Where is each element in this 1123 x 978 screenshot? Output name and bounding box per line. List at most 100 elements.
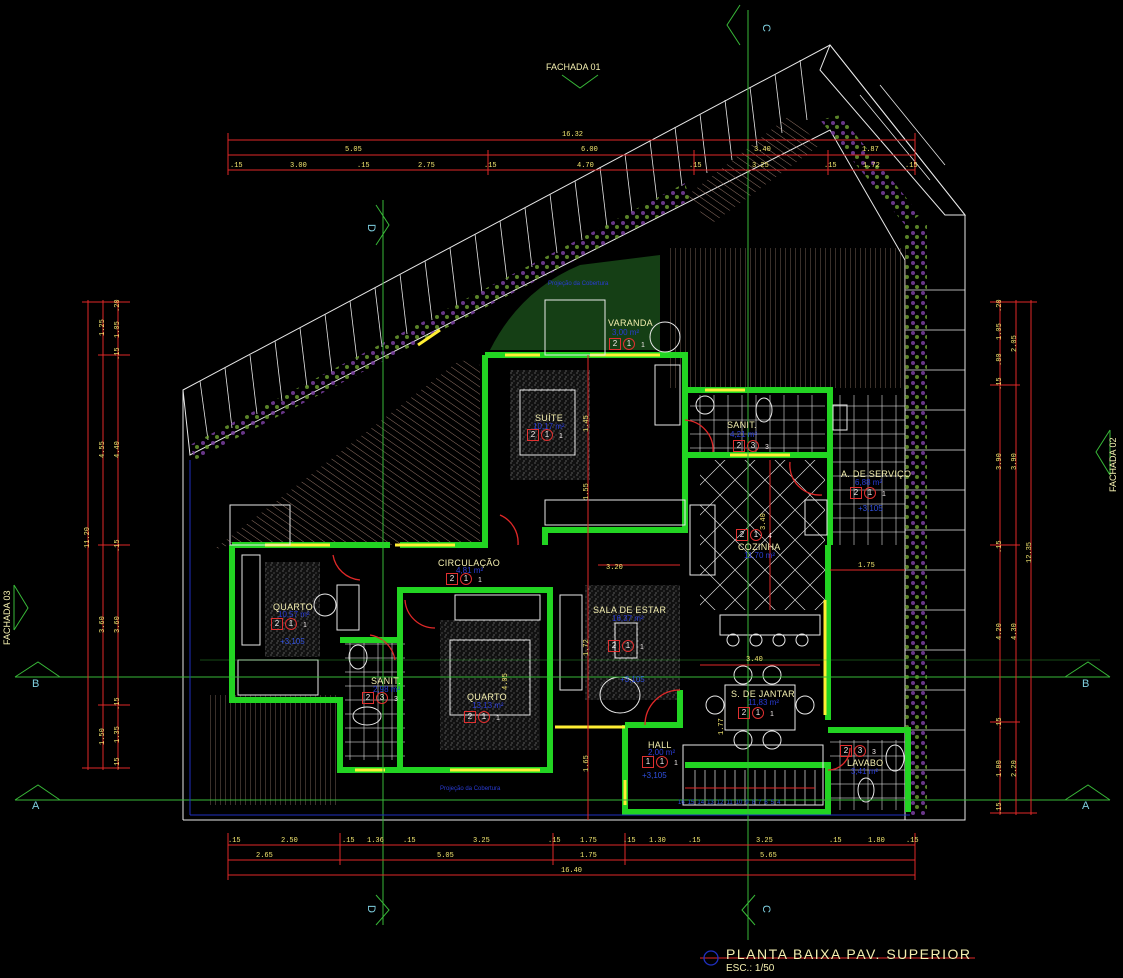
floor-finish-tag: 2 [527, 429, 539, 441]
stair-step-number: 15 [687, 800, 695, 806]
room-name: A. DE SERVIÇO [841, 469, 912, 479]
dim-right-outer: 2.20 [1011, 760, 1019, 777]
room-area: 4,81 m² [456, 566, 484, 575]
floor-finish-tag: 2 [464, 711, 476, 723]
dim-right-inner: .15 [996, 717, 1004, 730]
room-area: 2,98 m² [373, 685, 401, 694]
room-name: QUARTO [467, 692, 507, 702]
ceiling-finish-tag: 1 [637, 338, 649, 350]
dim-top-detail: .15 [230, 162, 243, 170]
room-name: S. DE JANTAR [731, 689, 795, 699]
dim-right-inner: 1.80 [996, 760, 1004, 777]
dim-top-detail: .15 [357, 162, 370, 170]
dim-bottom-mid: 2.65 [256, 852, 273, 860]
dim-top-detail: .15 [824, 162, 837, 170]
stair-step-number: 4 [777, 800, 781, 806]
wall-finish-tag: 3 [854, 745, 866, 757]
wall-finish-tag: 1 [460, 573, 472, 585]
section-marker-c-top: C [759, 24, 772, 32]
dim-bottom-detail: .15 [906, 837, 919, 845]
dim-right-inner: .15 [996, 377, 1004, 390]
ceiling-finish-tag: 1 [636, 640, 648, 652]
room-area: 3,41 m² [851, 767, 879, 776]
section-marker-b-right: B [1082, 678, 1090, 690]
dim-right-overall: 12.35 [1026, 541, 1034, 563]
floor-finish-tag: 2 [271, 618, 283, 630]
section-marker-d-bottom: D [364, 905, 377, 913]
level-marker: +3,105 [642, 771, 667, 780]
dim-top-mid: 1.87 [862, 146, 879, 154]
level-marker: +3,105 [620, 675, 645, 684]
dim-top-detail: 3.00 [290, 162, 307, 170]
stair-step-number: 11 [726, 800, 733, 806]
dim-right-outer: 2.05 [1011, 335, 1019, 352]
dim-bottom-detail: .15 [548, 837, 561, 845]
elevation-label-fachada-03: FACHADA 03 [2, 590, 12, 645]
room-name: QUARTO [273, 602, 313, 612]
stair-step-number: 13 [707, 800, 714, 806]
dim-left-inner: 3.60 [114, 616, 122, 633]
door-swings [332, 419, 851, 771]
floor-finish-tag: 2 [738, 707, 750, 719]
stair-step-number: 16 [678, 800, 685, 806]
dim-top-mid: 6.00 [581, 146, 598, 154]
dim-bottom-detail: 1.36 [367, 837, 384, 845]
room-name: CIRCULAÇÃO [438, 558, 501, 568]
room-name: SANIT. [371, 676, 401, 686]
stair-step-number: 12 [716, 800, 724, 806]
dim-bottom-mid: 5.65 [760, 852, 777, 860]
dim-left-inner: 4.40 [114, 441, 122, 458]
dim-left-inner: 1.05 [114, 321, 122, 338]
stair-step-number: 14 [697, 800, 705, 806]
room-area: 3,00 m² [612, 328, 640, 337]
floor-finish-tag: 2 [736, 529, 748, 541]
stair-step-number: 7 [758, 800, 762, 806]
dim-right-inner: .15 [996, 540, 1004, 553]
section-marker-d-top: D [364, 224, 377, 232]
dim-bottom-detail: .15 [829, 837, 842, 845]
dim-bottom-detail: 3.25 [756, 837, 773, 845]
dim-bottom-mid: 1.75 [580, 852, 597, 860]
section-marker-b-left: B [32, 678, 40, 690]
stair: 16 15 14 13 12 11 10 9 8 7 6 5 4 [678, 800, 780, 806]
dim-left-outer: 3.60 [99, 616, 107, 633]
wall-finish-tag: 1 [656, 756, 668, 768]
dim-left-inner: .15 [114, 757, 122, 770]
wall-finish-tag: 1 [541, 429, 553, 441]
section-markers [13, 4, 1111, 926]
floor-finish-tag: 2 [850, 487, 862, 499]
dim-right-outer: 3.90 [1011, 453, 1019, 470]
dim-left-outer: 1.25 [99, 319, 107, 336]
dimension-lines [82, 133, 1037, 880]
level-marker: +3,105 [280, 637, 305, 646]
dim-right-inner: .80 [996, 353, 1004, 366]
dim-interior: 4.05 [502, 673, 510, 690]
dim-bottom-detail: .15 [228, 837, 241, 845]
dim-interior: 1.72 [583, 639, 591, 656]
dim-interior: 3.40 [760, 513, 768, 530]
ceiling-finish-tag: 1 [766, 707, 778, 719]
elevation-label-fachada-02: FACHADA 02 [1108, 437, 1118, 492]
dim-right-inner: .15 [996, 802, 1004, 815]
dim-top-detail: .15 [905, 162, 918, 170]
dim-top-detail: 4.70 [577, 162, 594, 170]
dim-interior: 1.77 [718, 718, 726, 735]
room-area: 11,70 m² [744, 551, 775, 560]
floor-finish-tag: 2 [840, 745, 852, 757]
dim-top-detail: .15 [484, 162, 497, 170]
drawing-title: PLANTA BAIXA PAV. SUPERIOR [726, 946, 972, 962]
dim-top-detail: 3.25 [752, 162, 769, 170]
dim-bottom-detail: 3.25 [473, 837, 490, 845]
dim-bottom-overall: 16.40 [561, 867, 583, 875]
ceiling-finish-tag: 3 [761, 440, 773, 452]
